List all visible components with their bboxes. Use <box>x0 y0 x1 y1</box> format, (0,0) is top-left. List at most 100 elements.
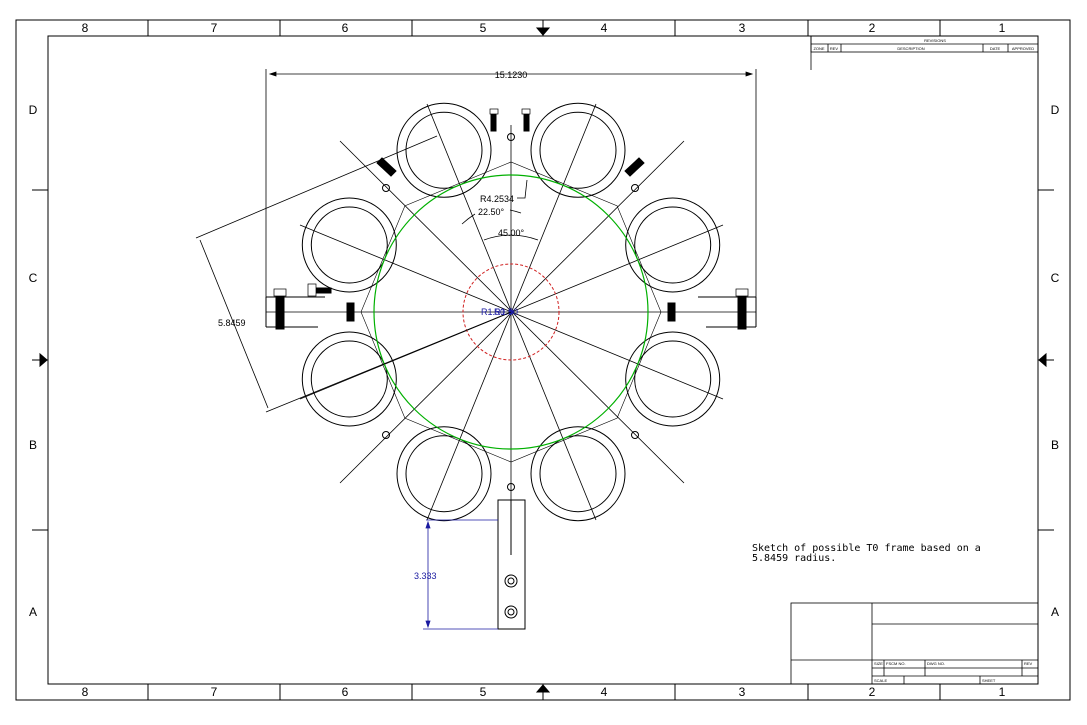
zone-left-d: D <box>29 103 38 117</box>
sketch-note-line-2: 5.8459 radius. <box>752 553 836 564</box>
lobe-outline <box>301 331 397 427</box>
lobe-hole <box>310 206 388 284</box>
bolt-holes <box>382 133 639 491</box>
zone-right-d: D <box>1051 103 1060 117</box>
clamp-upper-right <box>624 157 645 177</box>
zone-top-1: 1 <box>999 21 1006 35</box>
frame-lobes <box>301 102 721 522</box>
zone-right-b: B <box>1051 438 1059 452</box>
lobe-hole <box>634 340 712 418</box>
dim-angle-small: 22.50° <box>478 207 505 217</box>
inner-radius-circle <box>462 263 560 361</box>
t0-frame-drawing <box>265 102 757 630</box>
zone-bottom-7: 7 <box>211 685 218 699</box>
title-fscm-label: FSCM NO. <box>886 661 906 666</box>
title-dwg-label: DWG NO. <box>927 661 945 666</box>
lobe-hole <box>310 340 388 418</box>
rev-header-zone: ZONE <box>813 46 824 51</box>
lobe-left-upper <box>301 197 397 293</box>
zone-bottom-6: 6 <box>342 685 349 699</box>
lobe-hole <box>539 111 617 189</box>
bolt-hole-upper-left <box>382 184 390 192</box>
block-left <box>346 302 355 322</box>
lobe-lower-left <box>396 426 492 522</box>
frame-web-outline <box>360 161 662 463</box>
left-center-arrow <box>39 352 48 368</box>
zone-top-4: 4 <box>601 21 608 35</box>
bolt-hole-bottom <box>507 483 515 491</box>
zone-right-c: C <box>1051 271 1060 285</box>
pitch-circle <box>373 174 649 450</box>
stem-hole-lower <box>504 605 518 619</box>
lobe-outline <box>530 426 626 522</box>
zone-bottom-4: 4 <box>601 685 608 699</box>
revision-block <box>810 35 1039 70</box>
block-right <box>667 302 676 322</box>
stem-hole-upper <box>504 574 518 588</box>
zone-bottom-8: 8 <box>82 685 89 699</box>
lobe-outline <box>396 102 492 198</box>
dim-frame-radius: 5.8459 <box>218 318 246 328</box>
zone-left-a: A <box>29 605 37 619</box>
bottom-stem <box>497 499 526 630</box>
rev-header-description: DESCRIPTION <box>897 46 924 51</box>
lobe-lower-right <box>530 426 626 522</box>
sketch-note-line-1: Sketch of possible T0 frame based on a <box>752 543 981 554</box>
rev-header-rev: REV <box>830 46 839 51</box>
clamp-right-beam <box>737 294 747 330</box>
zone-right-a: A <box>1051 605 1059 619</box>
zone-left-c: C <box>29 271 38 285</box>
zone-top-5: 5 <box>480 21 487 35</box>
zone-bottom-2: 2 <box>869 685 876 699</box>
lobe-hole <box>405 111 483 189</box>
zone-bottom-3: 3 <box>739 685 746 699</box>
bottom-center-arrow <box>535 684 551 693</box>
title-block <box>790 602 1039 685</box>
bolt-hole-lower-left <box>382 431 390 439</box>
dim-inner-radius-right: R1.50 <box>494 307 518 317</box>
title-size-label: SIZE <box>874 661 883 666</box>
title-scale-label: SCALE <box>874 678 887 683</box>
rev-header-approved: APPROVED <box>1012 46 1034 51</box>
zone-left-b: B <box>29 438 37 452</box>
clamp-details <box>275 112 747 330</box>
clamp-left-beam <box>275 294 285 330</box>
dim-angle-large: 45.00° <box>498 228 525 238</box>
zone-top-3: 3 <box>739 21 746 35</box>
lobe-hole <box>634 206 712 284</box>
revisions-title: REVISIONS <box>924 38 946 43</box>
lobe-outline <box>301 197 397 293</box>
zone-top-6: 6 <box>342 21 349 35</box>
lobe-outline <box>625 331 721 427</box>
lobe-outline <box>625 197 721 293</box>
lobe-right-lower <box>625 331 721 427</box>
lobe-upper-left <box>396 102 492 198</box>
bolt-hole-lower-right <box>631 431 639 439</box>
title-sheet-label: SHEET <box>982 678 996 683</box>
lobe-outline <box>530 102 626 198</box>
rev-header-date: DATE <box>990 46 1001 51</box>
right-center-arrow <box>1038 352 1047 368</box>
dim-overall-width: 15.1230 <box>495 70 528 80</box>
zone-top-2: 2 <box>869 21 876 35</box>
dim-pitch-radius: R4.2534 <box>480 194 514 204</box>
zone-labels: 8 7 6 5 4 3 2 1 8 7 6 5 4 3 2 1 D C B A … <box>29 21 1060 699</box>
centering-marks <box>32 27 1054 693</box>
lobe-left-lower <box>301 331 397 427</box>
dim-stem-height: 3.333 <box>414 571 437 581</box>
title-rev-label: REV <box>1024 661 1033 666</box>
clamp-tabs <box>273 108 749 297</box>
bolt-hole-top <box>507 133 515 141</box>
lobe-hole <box>539 435 617 513</box>
zone-bottom-1: 1 <box>999 685 1006 699</box>
lobe-upper-right <box>530 102 626 198</box>
dim-inner-radius-left: R1.50 <box>481 307 505 317</box>
zone-top-7: 7 <box>211 21 218 35</box>
lobe-hole <box>405 435 483 513</box>
lobe-right-upper <box>625 197 721 293</box>
clamp-top-right <box>523 112 530 132</box>
bolt-hole-upper-right <box>631 184 639 192</box>
zone-bottom-5: 5 <box>480 685 487 699</box>
